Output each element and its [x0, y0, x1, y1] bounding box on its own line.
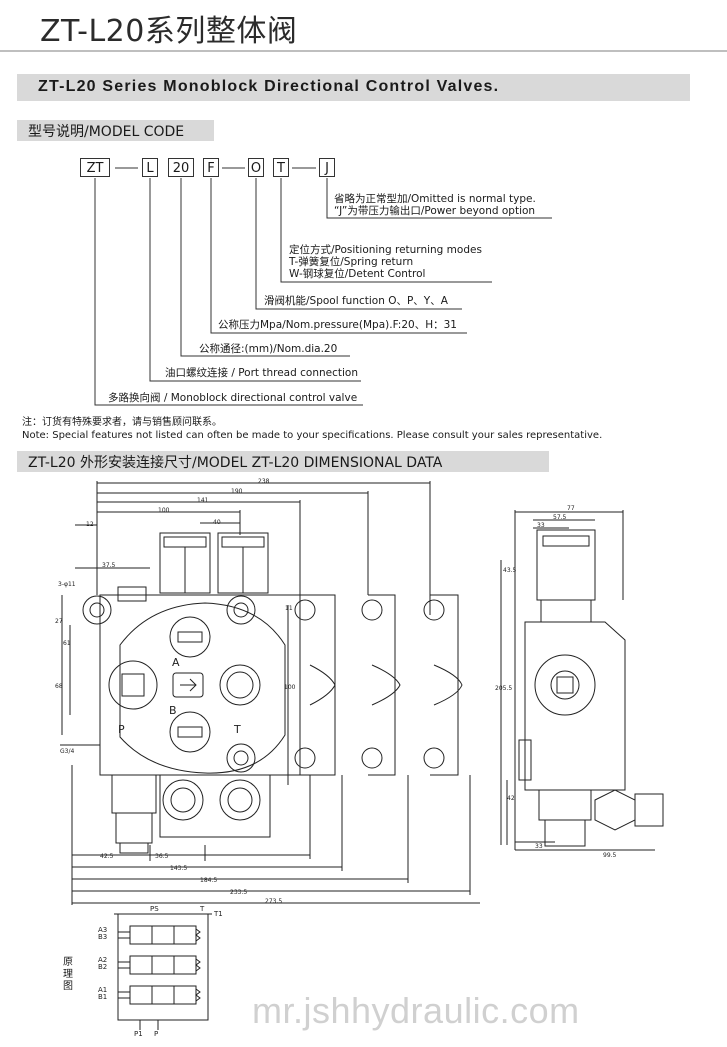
- dim-37-5: 37.5: [102, 562, 116, 569]
- code-box-zt: ZT: [80, 158, 110, 177]
- band-title: ZT-L20 Series Monoblock Directional Cont…: [38, 78, 500, 95]
- schem-b1: B1: [98, 993, 107, 1001]
- dim-238: 238: [258, 478, 270, 485]
- port-t-label: T: [233, 723, 241, 736]
- code-box-j: J: [319, 158, 335, 177]
- port-a-label: A: [172, 656, 180, 669]
- code-t-line3: W-钢球复位/Detent Control: [289, 268, 426, 280]
- side-dim-33: 33: [537, 522, 545, 529]
- dim-40: 40: [213, 519, 221, 526]
- watermark: mr.jshhydraulic.com: [252, 990, 580, 1031]
- page-title: ZT-L20系列整体阀: [40, 14, 298, 49]
- dim-190: 190: [231, 488, 243, 495]
- schem-b2: B2: [98, 963, 107, 971]
- dim-233-5: 233.5: [230, 889, 247, 896]
- schem-a1: A1: [98, 986, 107, 994]
- code-box-20: 20: [168, 158, 194, 177]
- dim-141: 141: [197, 497, 209, 504]
- side-dim-33-bottom: 33: [535, 843, 543, 850]
- dim-11: 11: [285, 605, 293, 612]
- front-view-drawing: 238 190 141 100 40 12 37.5 3-φ11 27 61 6…: [55, 478, 480, 905]
- dim-42-5: 42.5: [100, 853, 114, 860]
- side-dim-57-5: 57.5: [553, 514, 567, 521]
- schem-a2: A2: [98, 956, 107, 964]
- dim-184-5: 184.5: [200, 877, 217, 884]
- schem-p: P: [154, 1030, 158, 1037]
- code-j-line1: 省略为正常型加/Omitted is normal type.: [334, 193, 536, 205]
- code-dia-line: 公称通径:(mm)/Nom.dia.20: [199, 343, 338, 355]
- side-view-drawing: 77 57.5 33 43.5 205.5 42 33 99.5: [495, 505, 664, 859]
- side-dim-99-5: 99.5: [603, 852, 617, 859]
- dim-100: 100: [158, 507, 170, 514]
- schem-t: T: [199, 905, 205, 913]
- model-code-heading: 型号说明/MODEL CODE: [28, 124, 185, 140]
- schem-a3: A3: [98, 926, 107, 934]
- code-port-line: 油口螺纹连接 / Port thread connection: [165, 367, 358, 379]
- dim-273-5: 273.5: [265, 898, 282, 905]
- code-t-line2: T-弹簧复位/Spring return: [289, 256, 414, 268]
- dim-68: 68: [55, 683, 63, 690]
- side-dim-43-5: 43.5: [503, 567, 517, 574]
- title-rule: [0, 50, 727, 52]
- schem-t1: T1: [213, 910, 223, 918]
- schem-ps: PS: [150, 905, 159, 913]
- schem-p1: P1: [134, 1030, 143, 1037]
- code-f-line: 公称压力Mpa/Nom.pressure(Mpa).F:20、H：31: [218, 319, 457, 331]
- code-box-l: L: [142, 158, 158, 177]
- hydraulic-schematic: PS T T1 A3 B3 A2 B2 A1 B1 P1 P: [98, 905, 223, 1037]
- code-j-line2: “J”为带压力输出口/Power beyond option: [334, 205, 536, 217]
- schematic-title-char-3: 图: [63, 981, 73, 992]
- side-dim-77: 77: [567, 505, 575, 512]
- note-english: Note: Special features not listed can of…: [22, 430, 603, 441]
- dim-g3-4: G3/4: [60, 748, 74, 755]
- port-p-label: P: [118, 723, 125, 736]
- dimensional-heading: ZT-L20 外形安装连接尺寸/MODEL ZT-L20 DIMENSIONAL…: [28, 455, 443, 471]
- dim-12: 12: [86, 521, 94, 528]
- code-box-o: O: [248, 158, 264, 177]
- model-code-band: [17, 120, 214, 141]
- title-band: [17, 74, 690, 101]
- schem-b3: B3: [98, 933, 107, 941]
- dim-36-5: 36.5: [155, 853, 169, 860]
- model-code-leaders: [94, 167, 552, 406]
- schematic-title-char-2: 理: [63, 969, 73, 980]
- code-t-line1: 定位方式/Positioning returning modes: [289, 244, 482, 256]
- dim-100-mid: 100: [284, 684, 296, 691]
- schematic-title-char-1: 原: [63, 957, 73, 968]
- side-dim-205-5: 205.5: [495, 685, 512, 692]
- code-box-f: F: [203, 158, 219, 177]
- dim-143-5: 143.5: [170, 865, 187, 872]
- code-o-line: 滑阀机能/Spool function O、P、Y、A: [264, 295, 448, 307]
- side-dim-42: 42: [507, 795, 515, 802]
- port-b-label: B: [169, 704, 177, 717]
- dim-61: 61: [63, 640, 71, 647]
- code-box-t: T: [273, 158, 289, 177]
- code-valve-line: 多路换向阀 / Monoblock directional control va…: [108, 392, 358, 404]
- dim-27: 27: [55, 618, 63, 625]
- note-chinese: 注：订货有特殊要求者，请与销售顾问联系。: [22, 417, 222, 428]
- dimensional-band: [17, 451, 549, 472]
- dim-3-phi11: 3-φ11: [58, 581, 76, 588]
